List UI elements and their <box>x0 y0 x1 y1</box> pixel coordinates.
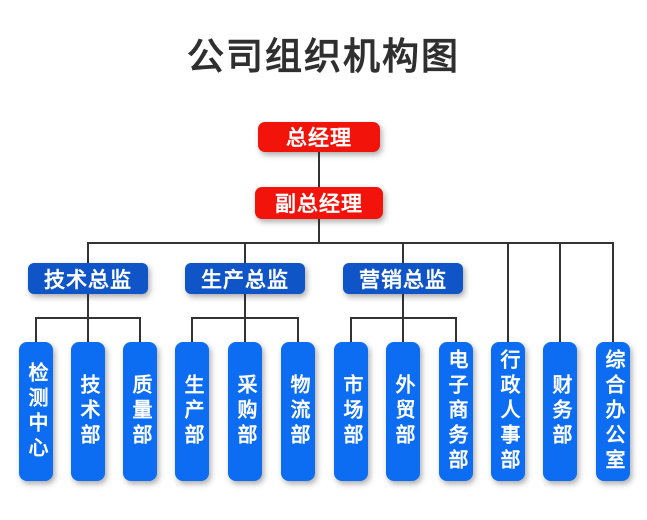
node-production-director: 生产总监 <box>185 263 305 294</box>
node-hr-admin-dept: 行政人事部 <box>491 342 525 481</box>
dept-label: 外贸部 <box>392 374 414 449</box>
line-marketing-group-horizontal <box>350 317 457 319</box>
node-inspection-center: 检测中心 <box>19 342 53 481</box>
node-purchasing-dept: 采购部 <box>228 342 262 481</box>
line-drop-hr-admin-dept <box>507 242 509 343</box>
node-logistics-dept: 物流部 <box>281 342 315 481</box>
line-drop-finance-dept <box>559 242 561 343</box>
node-foreign-trade-dept: 外贸部 <box>386 342 420 481</box>
node-finance-dept: 财务部 <box>543 342 577 481</box>
dept-label: 物流部 <box>287 374 309 449</box>
node-technology-dept: 技术部 <box>71 342 105 481</box>
node-quality-dept: 质量部 <box>123 342 157 481</box>
dept-label: 综合办公室 <box>602 349 624 474</box>
dept-label: 技术部 <box>77 374 99 449</box>
line-ceo-to-deputy <box>318 152 320 188</box>
line-production-group-horizontal <box>191 317 299 319</box>
dept-label: 行政人事部 <box>497 349 519 474</box>
dept-label: 财务部 <box>549 374 571 449</box>
line-drop-general-office <box>612 242 614 343</box>
node-ecommerce-dept: 电子商务部 <box>439 342 473 481</box>
line-stub-production-dept <box>191 317 193 343</box>
line-drop-technical-director <box>87 242 89 264</box>
node-production-dept: 生产部 <box>175 342 209 481</box>
node-technical-director: 技术总监 <box>28 263 148 294</box>
dept-label: 检测中心 <box>25 361 47 462</box>
node-market-dept: 市场部 <box>334 342 368 481</box>
dept-label: 电子商务部 <box>445 349 467 474</box>
line-stub-market-dept <box>350 317 352 343</box>
line-deputy-to-bus <box>318 219 320 244</box>
dept-label: 采购部 <box>234 374 256 449</box>
node-general-manager: 总经理 <box>258 122 380 152</box>
line-technical-group-horizontal <box>35 317 141 319</box>
line-stub-inspection-center <box>35 317 37 343</box>
node-deputy-general-manager: 副总经理 <box>255 187 383 219</box>
chart-title: 公司组织机构图 <box>187 36 460 77</box>
bus-line-horizontal <box>87 242 614 244</box>
node-marketing-director: 营销总监 <box>343 263 463 294</box>
line-drop-marketing-director <box>402 242 404 264</box>
line-stub-quality-dept <box>139 317 141 343</box>
dept-label: 市场部 <box>340 374 362 449</box>
line-drop-production-director <box>244 242 246 264</box>
dept-label: 质量部 <box>129 374 151 449</box>
dept-label: 生产部 <box>181 374 203 449</box>
line-stub-ecommerce-dept <box>455 317 457 343</box>
line-stub-logistics-dept <box>297 317 299 343</box>
node-general-office: 综合办公室 <box>596 342 630 481</box>
